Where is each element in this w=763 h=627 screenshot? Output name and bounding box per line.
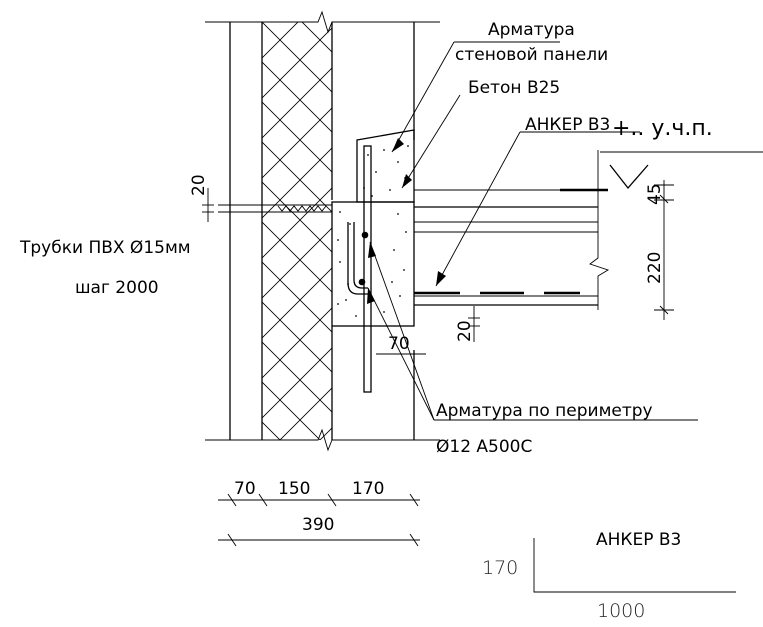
- pvc-tube: [218, 204, 332, 213]
- anchor-detail: АНКЕР В3 170 1000: [482, 530, 736, 622]
- anchor-bar: [414, 188, 608, 295]
- leader-lines: [367, 41, 763, 421]
- anchor-detail-title: АНКЕР В3: [596, 530, 681, 550]
- dim-70-right: 70: [388, 334, 410, 354]
- label-rebar-panel-1: Арматура: [488, 20, 575, 40]
- wall: [205, 10, 440, 452]
- dim-170: 170: [352, 479, 384, 499]
- insulation-layer: [262, 22, 332, 440]
- dim-70: 70: [234, 479, 256, 499]
- label-rebar-panel-2: стеновой панели: [455, 45, 608, 65]
- annotations: Арматура стеновой панели Бетон В25 АНКЕР…: [19, 20, 713, 457]
- label-rebar-spec: Ø12 А500С: [436, 437, 532, 457]
- dim-390: 390: [302, 515, 334, 535]
- dimension-lines: [202, 180, 674, 547]
- dim-20-bottom: 20: [455, 320, 475, 342]
- concrete-blocks: [331, 129, 415, 327]
- slab: [414, 150, 610, 310]
- label-rebar-perimeter: Арматура по периметру: [436, 401, 653, 421]
- dim-220: 220: [645, 252, 665, 284]
- label-anchor: АНКЕР В3: [525, 115, 610, 135]
- rebar: [347, 145, 372, 393]
- label-concrete: Бетон В25: [468, 78, 560, 98]
- anchor-detail-length: 1000: [597, 600, 645, 622]
- label-pitch: шаг 2000: [75, 278, 159, 298]
- label-pvc-tubes: Трубки ПВХ Ø15мм: [19, 238, 191, 258]
- anchor-detail-leg: 170: [482, 557, 518, 579]
- dim-150: 150: [278, 479, 310, 499]
- label-level-mark: +.. у.ч.п.: [612, 116, 713, 141]
- dim-45: 45: [645, 183, 665, 205]
- dim-20-left: 20: [189, 174, 209, 196]
- dimension-values: 20 45 220 20 70 70 150 170 390: [189, 174, 665, 535]
